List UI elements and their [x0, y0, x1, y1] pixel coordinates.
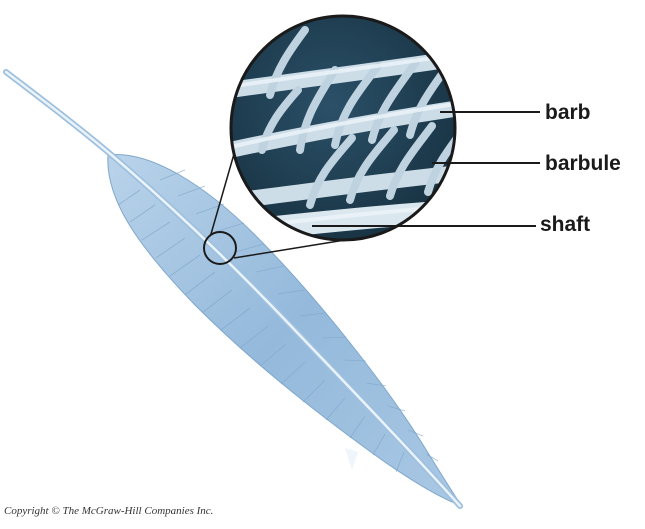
magnified-view [230, 16, 470, 240]
copyright-notice: Copyright © The McGraw-Hill Companies In… [4, 505, 213, 517]
label-barb: barb [545, 102, 591, 123]
label-shaft: shaft [540, 214, 590, 235]
label-barbule: barbule [545, 153, 621, 174]
